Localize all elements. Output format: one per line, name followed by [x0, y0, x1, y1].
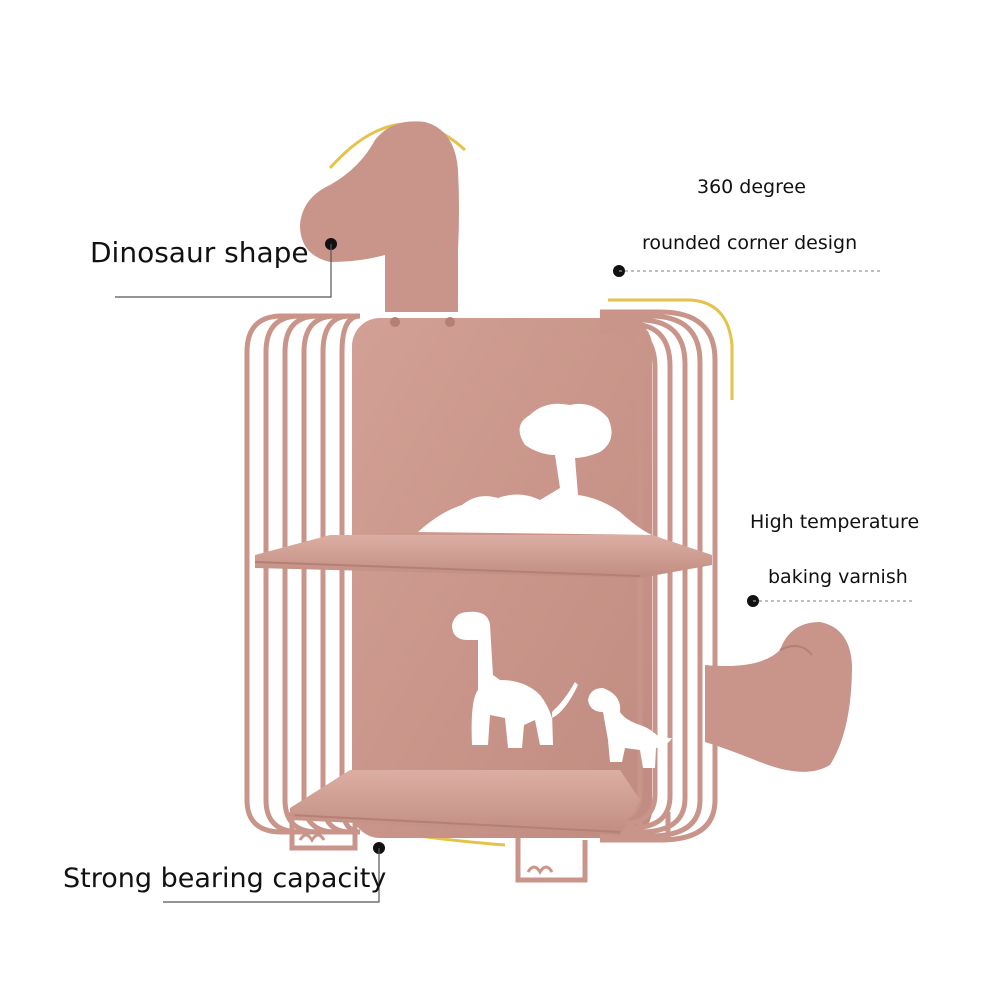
- callout-bearing-pointer: [163, 842, 385, 903]
- label-high-temperature: High temperature: [750, 511, 920, 533]
- mount-screw-left: [390, 317, 400, 327]
- volcano-icon: [418, 403, 652, 535]
- label-360-degree: 360 degree: [697, 176, 806, 198]
- bottom-shelf-plank: [290, 770, 640, 835]
- shelf-feet: [289, 812, 671, 883]
- middle-shelf-edge: [254, 561, 641, 577]
- tail-notch: [779, 645, 813, 656]
- mount-screw-right: [445, 317, 455, 327]
- dinosaur-head-icon: [300, 121, 459, 312]
- label-baking-varnish: baking varnish: [768, 566, 908, 588]
- feet-toes: [298, 833, 554, 875]
- dinosaur-silhouette-icon: [452, 611, 672, 768]
- bottom-shelf-edge: [289, 814, 621, 833]
- callout-varnish-pointer: [747, 595, 915, 607]
- middle-shelf-plank: [255, 535, 712, 578]
- shelf-back-panel: [352, 318, 652, 838]
- callout-corner-pointer: [613, 265, 880, 277]
- dinosaur-tail-icon: [705, 622, 852, 772]
- label-dinosaur-shape: Dinosaur shape: [90, 236, 309, 269]
- left-cage-bars: [244, 313, 361, 835]
- label-rounded-corner: rounded corner design: [642, 232, 858, 254]
- highlight-arc-corner: [608, 298, 734, 400]
- label-strong-bearing: Strong bearing capacity: [63, 863, 387, 894]
- callout-dinosaur-pointer: [115, 238, 337, 298]
